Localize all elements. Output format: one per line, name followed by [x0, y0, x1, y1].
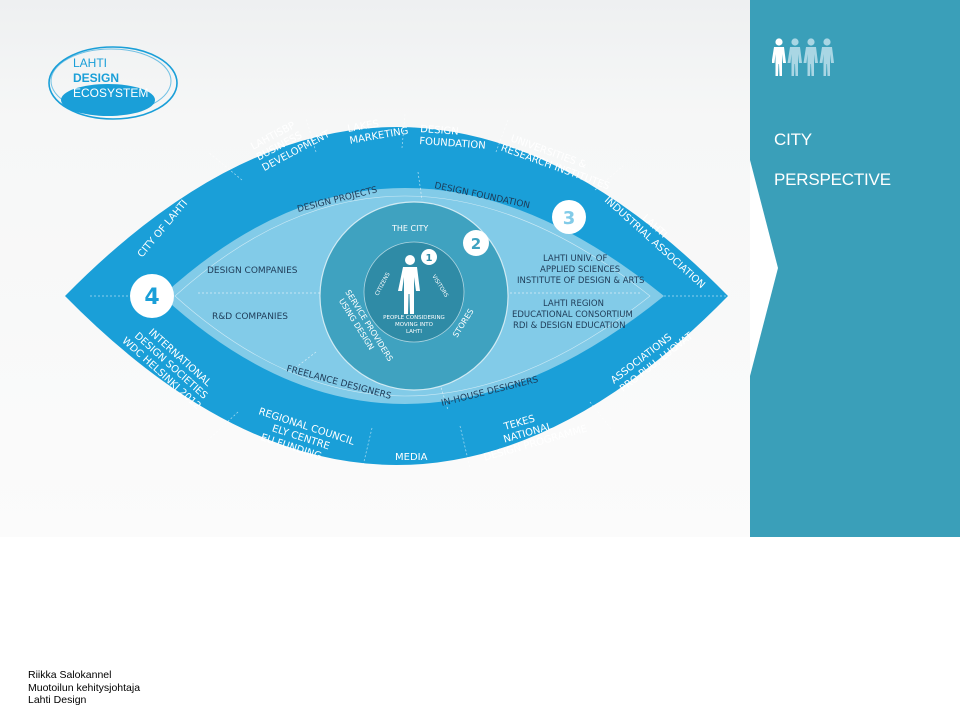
person-icon-highlighted	[772, 38, 786, 76]
inner-ring-edge	[319, 201, 509, 391]
label-lahti-univ: LAHTI UNIV. OF APPLIED SCIENCES INSTITUT…	[517, 254, 644, 286]
badge-4: 4	[130, 274, 174, 318]
badge-3: 3	[552, 200, 586, 234]
svg-text:4: 4	[144, 285, 159, 310]
label-people-1: PEOPLE CONSIDERING	[383, 315, 445, 321]
label-design-foundation-outer: DESIGN FOUNDATION	[419, 124, 486, 152]
label-rd-companies: R&D COMPANIES	[212, 312, 288, 322]
svg-text:EDUCATIONAL CONSORTIUM: EDUCATIONAL CONSORTIUM	[512, 310, 633, 320]
city-perspective-panel: CITY PERSPECTIVE	[750, 0, 960, 537]
svg-text:DESIGN: DESIGN	[420, 124, 459, 138]
footer-name: Riikka Salokannel	[28, 669, 112, 681]
panel-title-line-1: CITY	[774, 130, 812, 149]
svg-text:RDI & DESIGN EDUCATION: RDI & DESIGN EDUCATION	[513, 321, 625, 331]
core-circle-edge	[363, 241, 465, 343]
label-the-city: THE CITY	[391, 224, 428, 233]
svg-text:LAHTI REGION: LAHTI REGION	[543, 299, 604, 309]
ecosystem-diagram: LAHTI DESIGN ECOSYSTEM	[48, 46, 728, 465]
middle-ring-edge	[174, 195, 651, 397]
badge-1: 1	[421, 249, 437, 265]
label-lahti-region: LAHTI REGION EDUCATIONAL CONSORTIUM RDI …	[512, 299, 633, 331]
panel-title: CITY PERSPECTIVE	[774, 110, 891, 210]
person-icon	[398, 255, 420, 314]
badge-2: 2	[463, 230, 489, 256]
logo-line-2: DESIGN	[73, 71, 119, 85]
label-people-2: MOVING INTO	[395, 322, 434, 328]
logo: LAHTI DESIGN ECOSYSTEM	[48, 46, 178, 120]
label-media: MEDIA	[395, 452, 428, 463]
logo-fill	[61, 84, 155, 116]
footer-credit: Riikka Salokannel Muotoilun kehitysjohta…	[28, 669, 140, 707]
person-icon	[787, 38, 802, 76]
svg-text:LAHTI UNIV. OF: LAHTI UNIV. OF	[543, 254, 607, 264]
panel-chevron	[750, 160, 778, 376]
footer-role: Muotoilun kehitysjohtaja	[28, 681, 141, 694]
logo-line-1: LAHTI	[73, 56, 107, 70]
footer-org: Lahti Design	[28, 694, 87, 706]
person-icon	[819, 38, 834, 76]
slide-canvas: LAHTI DESIGN ECOSYSTEM	[0, 0, 750, 537]
logo-ring-outer	[48, 46, 178, 120]
label-people-3: LAHTI	[406, 329, 422, 335]
svg-text:3: 3	[563, 208, 576, 229]
svg-text:LAKES: LAKES	[347, 119, 380, 135]
svg-text:APPLIED SCIENCES: APPLIED SCIENCES	[540, 265, 620, 275]
svg-text:1: 1	[426, 253, 433, 264]
svg-text:2: 2	[471, 235, 481, 253]
panel-title-line-2: PERSPECTIVE	[774, 170, 891, 189]
label-design-companies: DESIGN COMPANIES	[207, 266, 298, 276]
person-icon	[803, 38, 818, 76]
people-figures	[772, 38, 834, 76]
svg-text:FOUNDATION: FOUNDATION	[419, 136, 486, 152]
middle-separators	[198, 171, 640, 411]
svg-text:INSTITUTE OF DESIGN & ARTS: INSTITUTE OF DESIGN & ARTS	[517, 276, 644, 286]
logo-line-3: ECOSYSTEM	[73, 86, 148, 100]
